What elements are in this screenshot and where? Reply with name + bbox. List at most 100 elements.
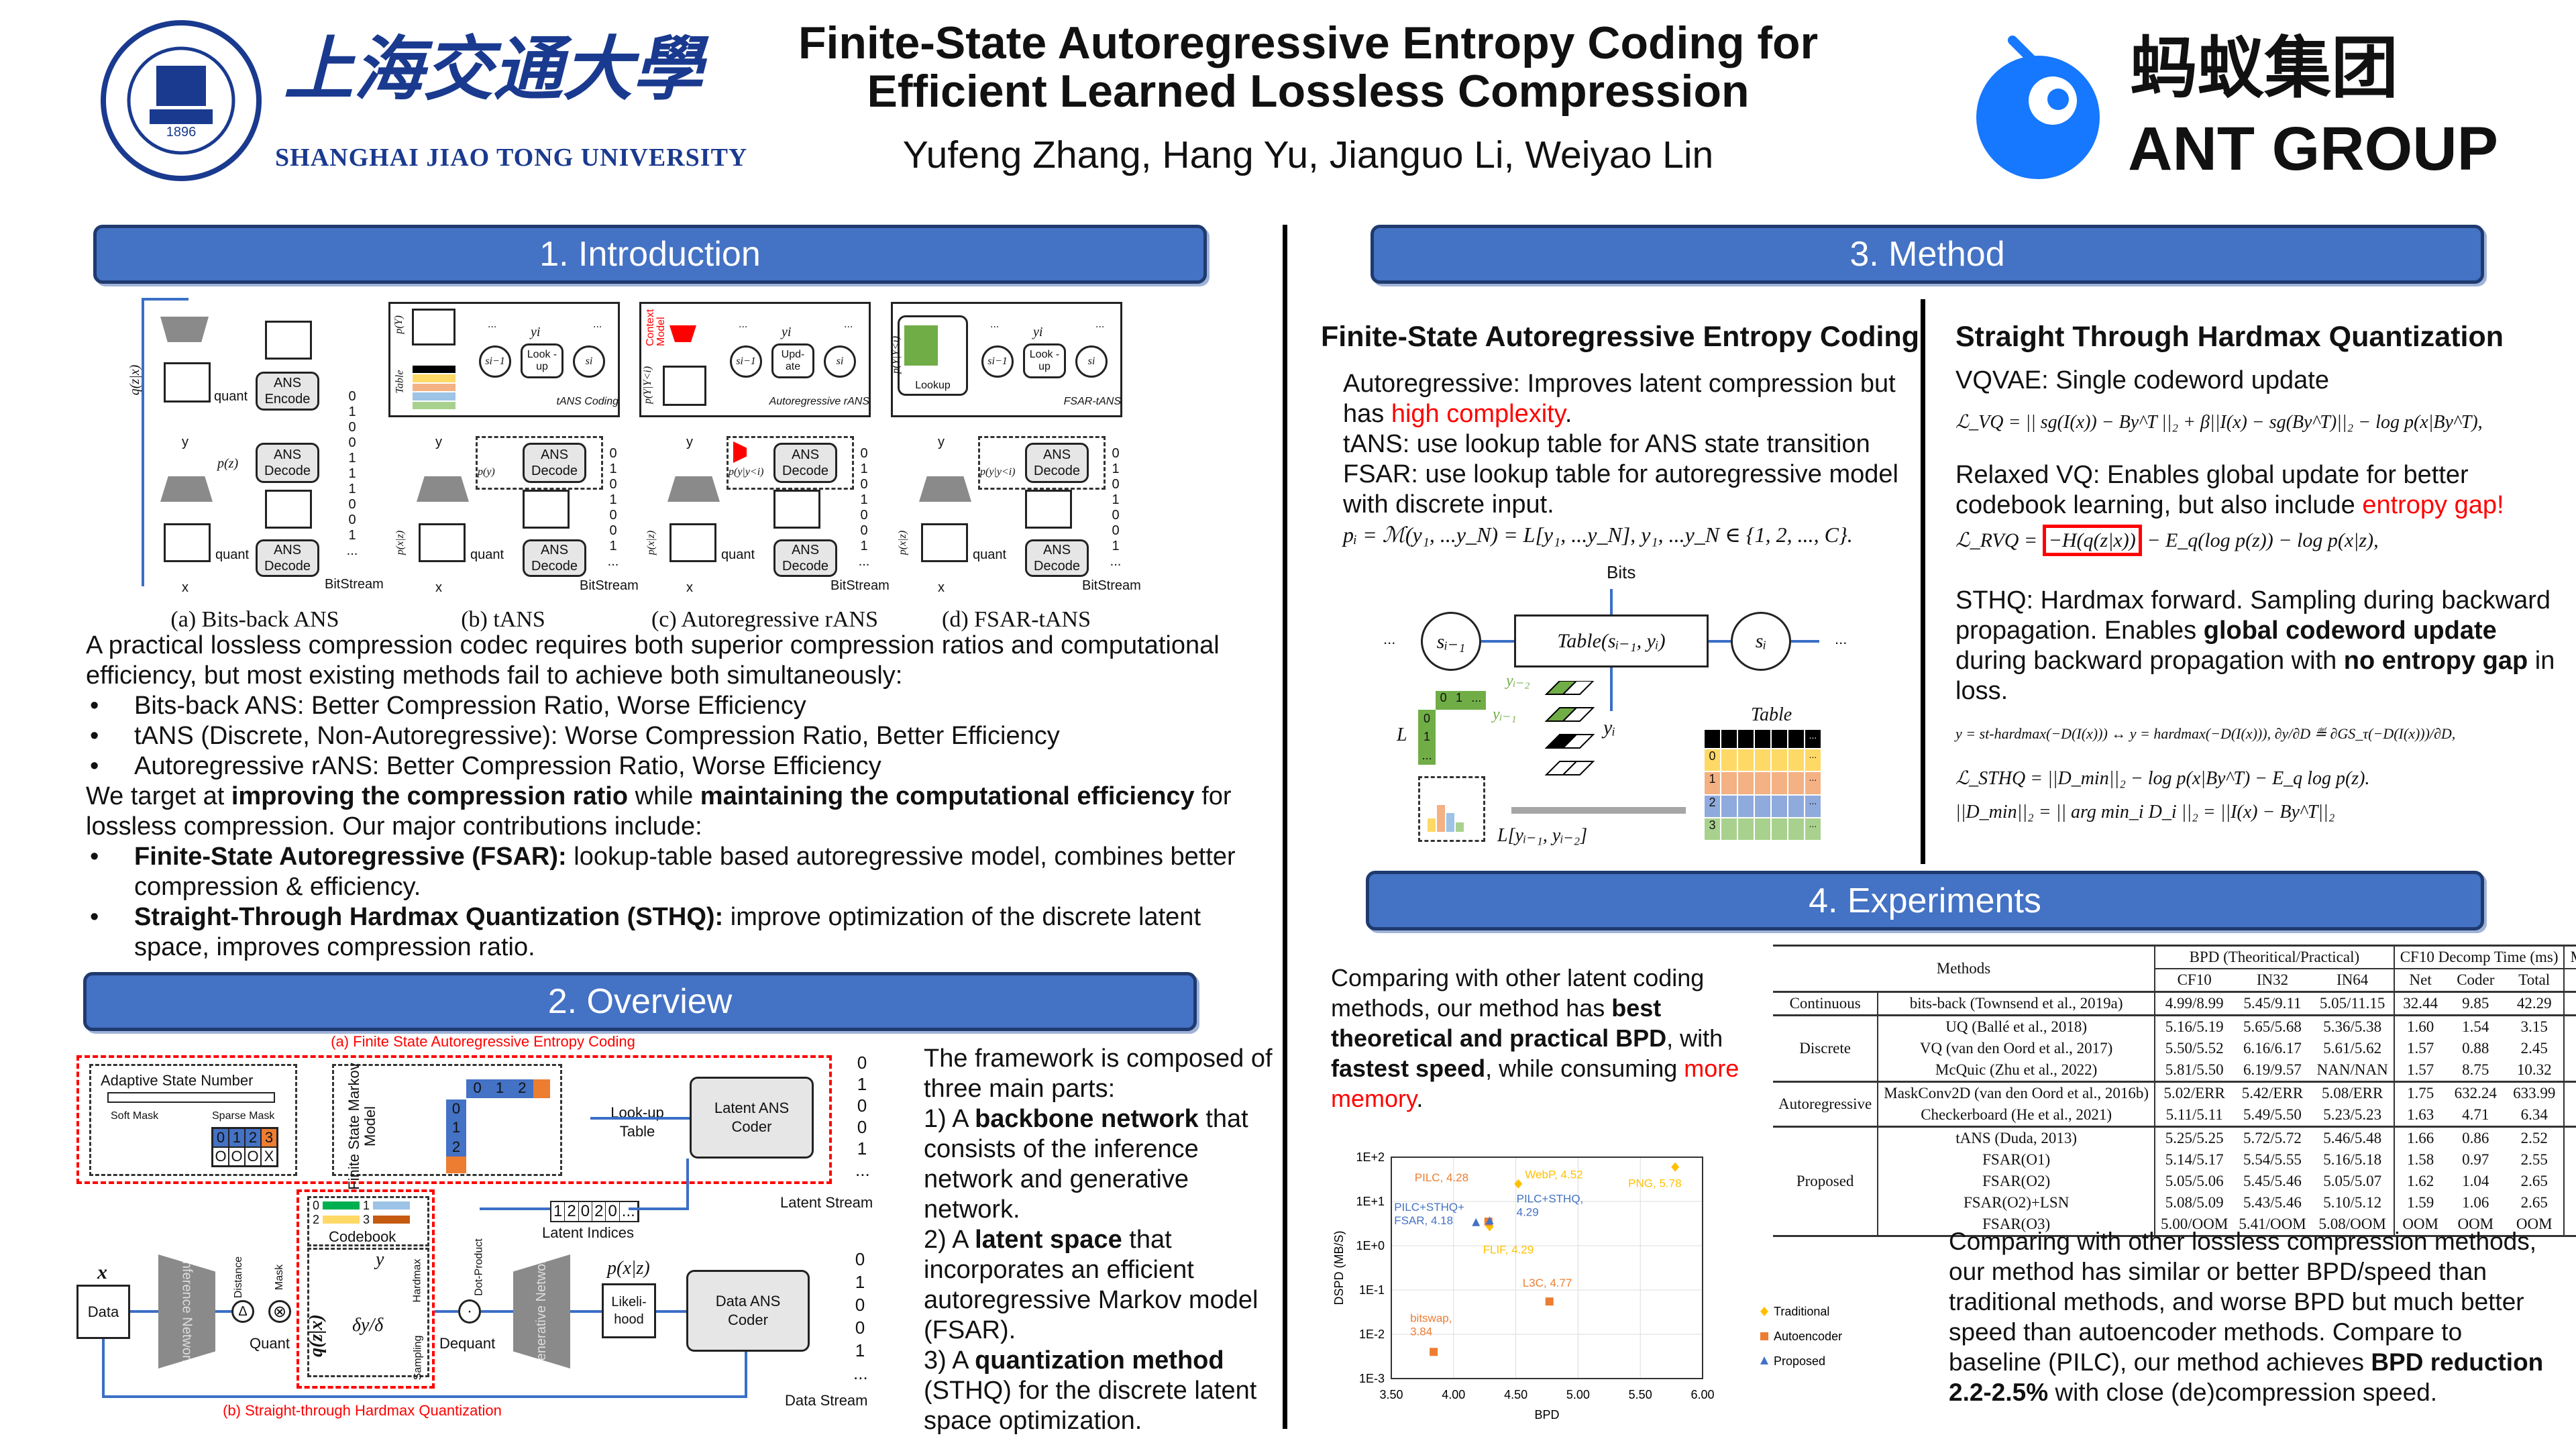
bit: ... — [855, 1160, 870, 1180]
table-cell — [1721, 730, 1737, 749]
overview-line: 1) A backbone network that consists of t… — [924, 1105, 1248, 1224]
state-node: si — [824, 345, 856, 378]
value-cell: 5.72/5.72 — [2243, 1130, 2302, 1146]
value-cell: 5.54/5.55 — [2243, 1151, 2302, 1168]
authors: Yufeng Zhang, Hang Yu, Jianguo Li, Weiya… — [902, 133, 1714, 176]
lookup-result-label: L[yᵢ₋₁, yᵢ₋₂] — [1497, 825, 1588, 846]
ant-chinese-name: 蚂蚁集团 — [2130, 31, 2398, 106]
bit: 0 — [609, 477, 617, 492]
bit: 1 — [609, 539, 617, 553]
bit: 1 — [860, 539, 868, 553]
bit: 1 — [857, 1138, 867, 1159]
value-cell: 5.45/9.11 — [2243, 995, 2302, 1012]
entropy-gap-highlight: −H(q(z|x)) — [2042, 525, 2142, 556]
method-divider — [1921, 299, 1925, 864]
y-label: y — [435, 435, 442, 449]
latent-stream-label: Latent Stream — [780, 1194, 873, 1211]
method-name: FSAR(O3) — [1982, 1216, 2051, 1232]
value-cell: 42.29 — [2516, 995, 2552, 1012]
dot-product-op: · — [458, 1299, 481, 1324]
prior-box — [773, 490, 820, 529]
state-label: si−1 — [736, 356, 756, 367]
fsar-line: tANS: use lookup table for ANS state tra… — [1343, 430, 1870, 458]
header-time: CF10 Decomp Time (ms) — [2393, 945, 2565, 969]
dots-right: ... — [1835, 631, 1847, 647]
y-label: y — [182, 435, 189, 449]
state-label: si — [1087, 356, 1095, 367]
transition-box: Look -up — [1023, 343, 1066, 378]
mask-cell: 3 — [261, 1128, 277, 1147]
state-node: si — [1075, 345, 1108, 378]
bit: 1 — [609, 492, 617, 507]
bidirectional-arrow-icon — [1511, 807, 1686, 814]
point-label: FLIF, 4.29 — [1483, 1244, 1534, 1256]
decoder-trapezoid — [667, 476, 720, 502]
x-label: x — [938, 580, 945, 595]
point-label: 3.84 — [1410, 1325, 1432, 1338]
y-tick-label: 1E-3 — [1359, 1372, 1385, 1385]
dots: ... — [593, 319, 602, 330]
bit: 0 — [609, 508, 617, 523]
table-cell — [1738, 730, 1754, 749]
ans-decode-box: ANS Decode — [523, 443, 586, 483]
value-cell: 1.75 — [2393, 1081, 2447, 1104]
mask-label: Mask — [274, 1264, 286, 1291]
value-cell: 5.02/ERR — [2154, 1081, 2234, 1104]
cond-label: p(y|y<i) — [980, 466, 1016, 478]
point-label: WebP, 4.52 — [1525, 1169, 1582, 1181]
fsar-diagram-title: (a) Finite State Autoregressive Entropy … — [331, 1033, 635, 1050]
data-box: Data — [76, 1285, 130, 1339]
point-label: L3C, 4.77 — [1523, 1277, 1572, 1289]
rvq-loss-equation: ℒ_RVQ = −H(q(z|x)) − E_q(log p(z)) − log… — [1955, 525, 2559, 556]
yi-label: yi — [1033, 325, 1043, 339]
bitstream-label: BitStream — [325, 577, 384, 592]
ans-decode-box: ANS Decode — [523, 539, 586, 577]
yi-label: yᵢ — [1603, 716, 1616, 739]
y-label: y — [938, 435, 945, 449]
table-cell: ... — [1805, 730, 1821, 749]
value-cell: 0.008 — [2563, 1038, 2576, 1059]
mask-cell: 2 — [245, 1128, 261, 1147]
value-cell: 5.08/OOM — [2318, 1216, 2386, 1232]
header-bpd: BPD (Theoritical/Practical) — [2154, 945, 2394, 969]
table-cell — [1738, 795, 1754, 817]
value-cell: 5.65/5.68 — [2243, 1018, 2302, 1035]
intro-text: A practical lossless compression codec r… — [86, 631, 1267, 963]
point-label: FSAR, 4.18 — [1394, 1214, 1453, 1227]
fsmm-row-cell: 0 — [451, 1100, 461, 1118]
x-tick-label: 4.00 — [1442, 1388, 1465, 1401]
sthq-region — [297, 1189, 435, 1389]
bit: ... — [853, 1363, 868, 1383]
intro-paragraph-2: We target at improving the compression r… — [86, 782, 1232, 841]
value-cell: 5.49/5.50 — [2243, 1106, 2302, 1123]
latent-index: 0 — [606, 1202, 620, 1221]
ans-decode-box: ANS Decode — [773, 539, 837, 577]
table-cell — [1755, 730, 1770, 749]
sparse-mask-label: Sparse Mask — [212, 1110, 275, 1122]
ans-decode-box: ANS Decode — [256, 539, 319, 577]
value-cell: 5.41/OOM — [2239, 1216, 2306, 1232]
dots: ... — [488, 319, 497, 330]
bit: ... — [1110, 554, 1122, 569]
yi-label: yi — [531, 325, 541, 339]
bitstream-label: BitStream — [830, 578, 890, 593]
fsmm-head-cell: 0 — [473, 1079, 482, 1096]
probability-table: ...0...1...2...3... — [1705, 730, 1821, 840]
prev-state-node: si−1 — [981, 345, 1014, 378]
value-cell: 5.45/5.46 — [2243, 1173, 2302, 1189]
table-cell — [1755, 772, 1770, 794]
value-cell: 2.65 — [2520, 1194, 2548, 1211]
mask-cell: O — [245, 1147, 261, 1166]
value-cell: 1.60 — [2393, 1015, 2447, 1038]
traditional-point — [1514, 1179, 1523, 1189]
codebook-colors: 0 1 2 3 — [313, 1199, 427, 1227]
